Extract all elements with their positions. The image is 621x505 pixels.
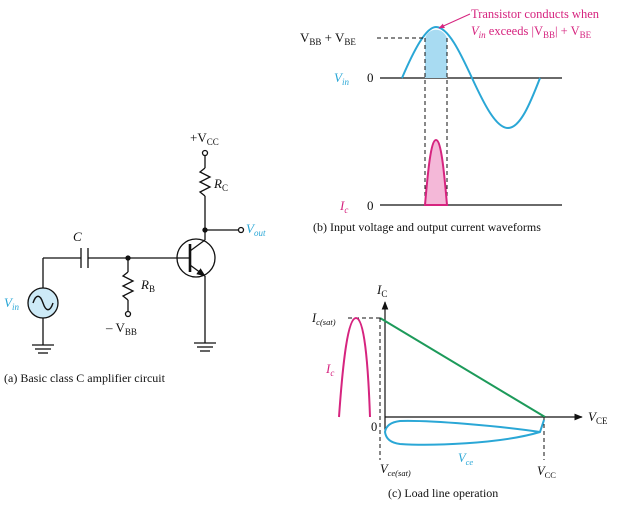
rb-resistor	[121, 271, 135, 301]
source-ground-icon	[32, 344, 54, 354]
caption-c: (c) Load line operation	[388, 486, 498, 500]
ic-axis-label: Ic	[339, 198, 348, 215]
capacitor-label: C	[73, 229, 82, 244]
emitter-ground-icon	[194, 342, 216, 352]
circuit-schematic	[27, 149, 245, 354]
vcc-axis-label: VCC	[537, 464, 556, 480]
icsat-label: Ic(sat)	[311, 311, 336, 327]
vin-waveform	[401, 25, 541, 130]
rc-label: RC	[213, 176, 228, 193]
vcesat-label: Vce(sat)	[380, 462, 411, 478]
ic-axis-title: IC	[376, 282, 387, 299]
conduction-region-fill	[425, 29, 447, 78]
vin-zero-label: 0	[367, 70, 374, 85]
vce-curve-label: Vce	[458, 451, 473, 467]
vout-label: Vout	[246, 221, 266, 238]
caption-a: (a) Basic class C amplifier circuit	[4, 371, 166, 385]
ic-zero-label: 0	[367, 198, 374, 213]
capacitor-symbol	[80, 248, 89, 268]
ic-curve-label: Ic	[325, 361, 334, 378]
vbb-terminal	[124, 310, 132, 318]
ic-pulse-waveform	[423, 138, 449, 206]
threshold-label: VBB + VBE	[300, 30, 356, 47]
caption-b: (b) Input voltage and output current wav…	[313, 220, 541, 234]
vce-axis-title: VCE	[588, 409, 608, 426]
rb-label: RB	[140, 277, 155, 294]
vin-axis-label: Vin	[334, 70, 349, 87]
origin-zero-label: 0	[371, 420, 377, 434]
ic-loadline-pulse	[338, 316, 371, 418]
vin-source-label: Vin	[4, 295, 19, 312]
vcc-terminal	[201, 149, 209, 157]
waveform-panel	[377, 13, 562, 206]
conduction-annotation-line1: Transistor conducts when	[471, 7, 600, 21]
vce-loadline-curve	[383, 419, 545, 446]
conduction-annotation-line2: Vin exceeds |VBB| + VBE	[471, 24, 592, 40]
load-line-panel	[338, 301, 583, 460]
rc-resistor	[198, 167, 212, 197]
vcc-label: +VCC	[190, 130, 219, 147]
vout-terminal	[237, 226, 245, 234]
vbb-label: – VBB	[105, 320, 137, 337]
load-line	[379, 317, 546, 418]
